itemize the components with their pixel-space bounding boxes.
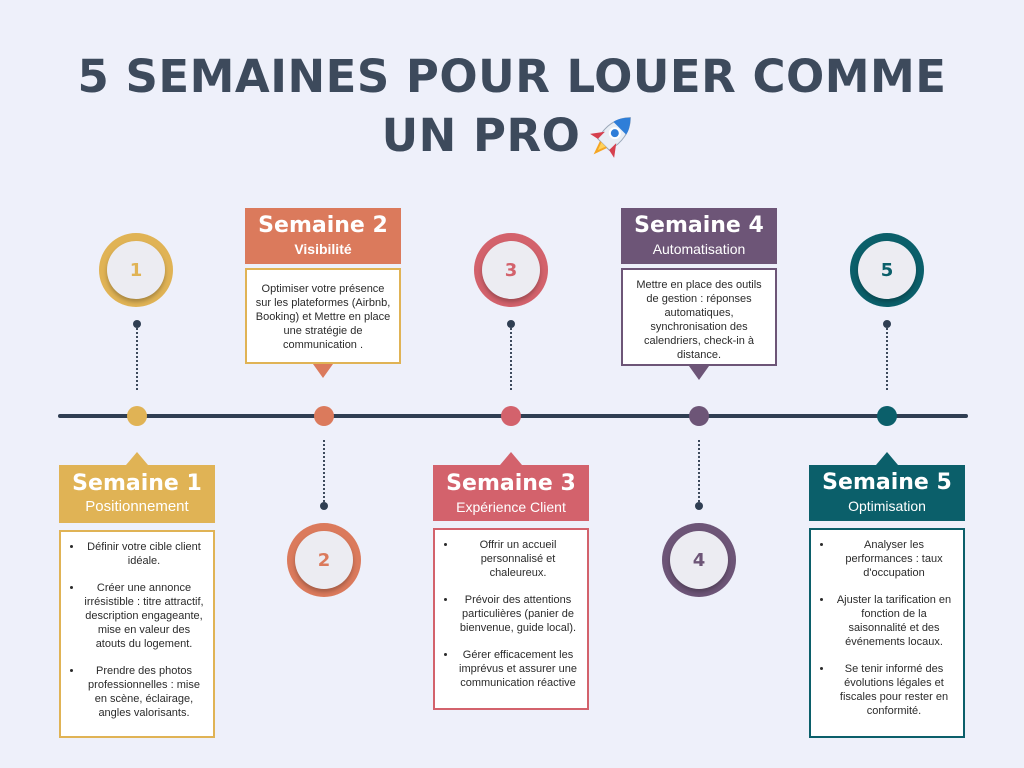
week-2-text: Optimiser votre présence sur les platefo… [255, 283, 391, 351]
connector-line-3 [510, 328, 512, 390]
connector-pin-3 [507, 320, 515, 328]
connector-pin-4 [695, 502, 703, 510]
week-3-subtitle: Expérience Client [456, 499, 566, 515]
week-1-content: Définir votre cible client idéale. Créer… [59, 530, 215, 738]
step-number-2: 2 [295, 531, 353, 589]
week-4-text: Mettre en place des outils de gestion : … [636, 279, 762, 361]
connector-line-2 [323, 440, 325, 502]
week-5-list: Analyser les performances : taux d'occup… [811, 538, 963, 718]
week-2-subtitle: Visibilité [294, 241, 352, 257]
week-5-header: Semaine 5 Optimisation [809, 465, 965, 521]
week-3-list: Offrir un accueil personnalisé et chaleu… [435, 538, 587, 690]
page-title: 5 SEMAINES POUR LOUER COMME UN PRO [0, 48, 1024, 166]
week-4-pointer [689, 366, 709, 380]
week-3-header: Semaine 3 Expérience Client [433, 465, 589, 521]
connector-line-4 [698, 440, 700, 502]
week-2-title: Semaine 2 [258, 213, 388, 238]
step-circle-2: 2 [287, 523, 361, 597]
step-number-1: 1 [107, 241, 165, 299]
timeline-dot-4 [689, 406, 709, 426]
week-4-title: Semaine 4 [634, 213, 764, 238]
connector-pin-2 [320, 502, 328, 510]
week-5-subtitle: Optimisation [848, 498, 926, 514]
week-5-content: Analyser les performances : taux d'occup… [809, 528, 965, 738]
timeline-dot-3 [501, 406, 521, 426]
week-5-item-3: Se tenir informé des évolutions légales … [833, 662, 955, 718]
week-1-list: Définir votre cible client idéale. Créer… [61, 540, 213, 720]
step-circle-4: 4 [662, 523, 736, 597]
week-1-item-2: Créer une annonce irrésistible : titre a… [83, 581, 205, 651]
week-4-subtitle: Automatisation [652, 241, 746, 257]
rocket-icon [590, 117, 632, 158]
step-number-5: 5 [858, 241, 916, 299]
week-1-item-1: Définir votre cible client idéale. [83, 540, 205, 568]
title-line-1: 5 SEMAINES POUR LOUER COMME [77, 50, 947, 103]
week-1-header: Semaine 1 Positionnement [59, 465, 215, 523]
timeline-dot-5 [877, 406, 897, 426]
week-3-content: Offrir un accueil personnalisé et chaleu… [433, 528, 589, 710]
timeline-dot-2 [314, 406, 334, 426]
week-3-pointer [500, 452, 522, 465]
connector-line-5 [886, 328, 888, 390]
week-4-header: Semaine 4 Automatisation [621, 208, 777, 264]
week-2-header: Semaine 2 Visibilité [245, 208, 401, 264]
timeline-dot-1 [127, 406, 147, 426]
week-2-content: Optimiser votre présence sur les platefo… [245, 268, 401, 364]
week-3-item-1: Offrir un accueil personnalisé et chaleu… [457, 538, 579, 580]
connector-line-1 [136, 328, 138, 390]
step-circle-5: 5 [850, 233, 924, 307]
title-line-2: UN PRO [381, 109, 581, 162]
step-number-3: 3 [482, 241, 540, 299]
week-5-item-2: Ajuster la tarification en fonction de l… [833, 593, 955, 649]
title-line-2-wrapper: UN PRO [382, 106, 643, 166]
week-1-item-3: Prendre des photos professionnelles : mi… [83, 664, 205, 720]
week-5-item-1: Analyser les performances : taux d'occup… [833, 538, 955, 580]
week-4-content: Mettre en place des outils de gestion : … [621, 268, 777, 366]
step-circle-1: 1 [99, 233, 173, 307]
week-3-item-2: Prévoir des attentions particulières (pa… [457, 593, 579, 635]
step-number-4: 4 [670, 531, 728, 589]
week-5-pointer [876, 452, 898, 465]
week-1-subtitle: Positionnement [85, 498, 189, 515]
connector-pin-5 [883, 320, 891, 328]
step-circle-3: 3 [474, 233, 548, 307]
week-3-item-3: Gérer efficacement les imprévus et assur… [457, 648, 579, 690]
week-2-pointer [313, 364, 333, 378]
week-5-title: Semaine 5 [822, 470, 952, 495]
week-3-title: Semaine 3 [446, 471, 576, 496]
week-1-pointer [126, 452, 148, 465]
connector-pin-1 [133, 320, 141, 328]
week-1-title: Semaine 1 [72, 471, 202, 496]
